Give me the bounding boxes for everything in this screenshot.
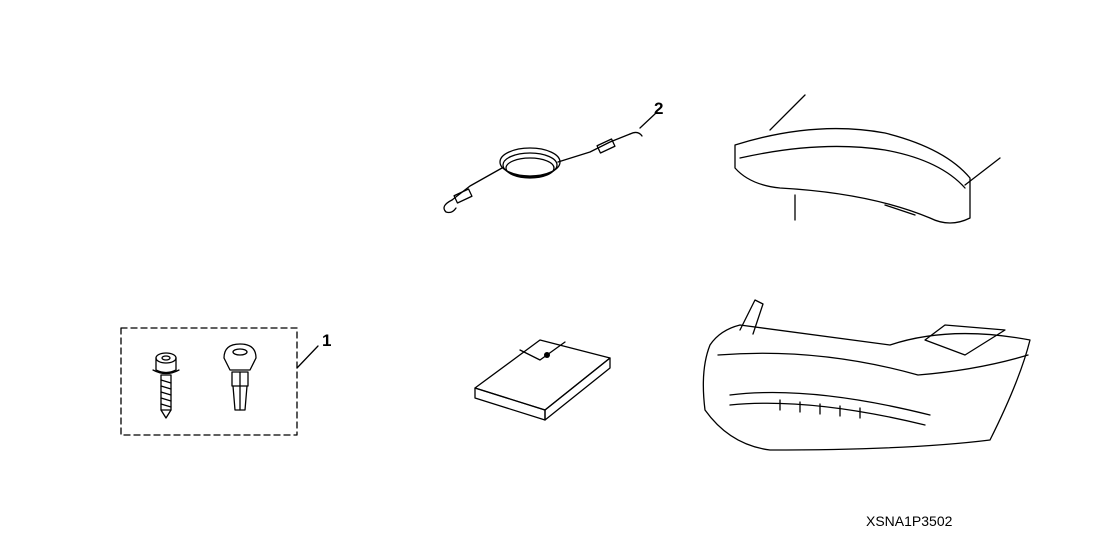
cable-icon [443,112,657,214]
front-cover-icon [734,94,1001,224]
clip-kit-box [120,327,319,436]
callout-2: 2 [654,99,664,118]
diagram-code: XSNA1P3502 [866,513,953,529]
instructions-icon [474,339,611,421]
screw-icon [152,352,180,419]
front-bumper-icon [702,299,1031,451]
callout-1: 1 [322,331,332,350]
clip-icon [223,343,257,411]
